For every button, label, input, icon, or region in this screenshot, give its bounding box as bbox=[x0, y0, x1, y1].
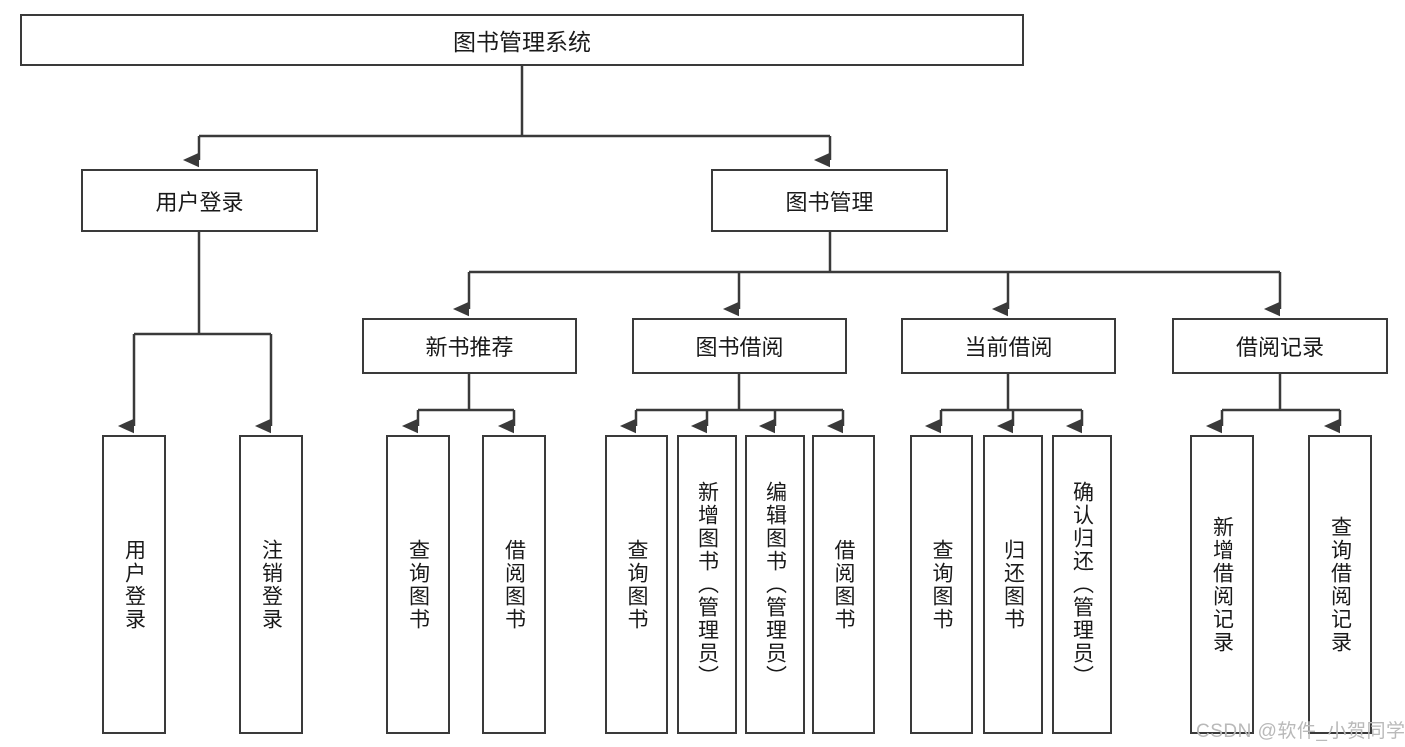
node-borrow-record[interactable]: 借阅记录 bbox=[1172, 318, 1388, 374]
node-leaf-borrow-book-rec[interactable]: 借阅图书 bbox=[482, 435, 546, 734]
node-new-book-rec-label: 新书推荐 bbox=[425, 335, 514, 360]
node-root-label: 图书管理系统 bbox=[453, 29, 591, 55]
node-current-borrow-label: 当前借阅 bbox=[964, 335, 1053, 360]
node-leaf-user-login[interactable]: 用户登录 bbox=[102, 435, 166, 734]
node-leaf-query-record-label: 查询借阅记录 bbox=[1328, 515, 1352, 654]
node-book-manage-label: 图书管理 bbox=[785, 189, 874, 215]
node-book-manage[interactable]: 图书管理 bbox=[711, 169, 948, 232]
node-leaf-query-record[interactable]: 查询借阅记录 bbox=[1308, 435, 1372, 734]
node-leaf-query-book-rec[interactable]: 查询图书 bbox=[386, 435, 450, 734]
node-leaf-logout[interactable]: 注销登录 bbox=[239, 435, 303, 734]
node-leaf-query-book-cur[interactable]: 查询图书 bbox=[910, 435, 973, 734]
node-leaf-query-book-borrow-label: 查询图书 bbox=[625, 538, 648, 631]
node-leaf-borrow-book-rec-label: 借阅图书 bbox=[502, 538, 526, 631]
node-leaf-user-login-label: 用户登录 bbox=[122, 538, 146, 631]
node-leaf-borrow-book[interactable]: 借阅图书 bbox=[812, 435, 875, 734]
node-leaf-add-record[interactable]: 新增借阅记录 bbox=[1190, 435, 1254, 734]
node-leaf-logout-label: 注销登录 bbox=[259, 538, 283, 631]
node-current-borrow[interactable]: 当前借阅 bbox=[901, 318, 1116, 374]
node-leaf-edit-book[interactable]: 编辑图书（管理员） bbox=[745, 435, 805, 734]
node-leaf-confirm-return[interactable]: 确认归还（管理员） bbox=[1052, 435, 1112, 734]
node-book-borrow[interactable]: 图书借阅 bbox=[632, 318, 847, 374]
node-leaf-add-book-label: 新增图书（管理员） bbox=[695, 481, 719, 688]
node-book-borrow-label: 图书借阅 bbox=[695, 335, 784, 360]
node-borrow-record-label: 借阅记录 bbox=[1235, 335, 1324, 360]
node-root[interactable]: 图书管理系统 bbox=[20, 14, 1024, 66]
node-leaf-borrow-book-label: 借阅图书 bbox=[832, 538, 855, 631]
node-user-login[interactable]: 用户登录 bbox=[81, 169, 318, 232]
node-leaf-return-book-label: 归还图书 bbox=[1001, 538, 1025, 631]
node-leaf-add-book[interactable]: 新增图书（管理员） bbox=[677, 435, 737, 734]
node-leaf-query-book-rec-label: 查询图书 bbox=[406, 538, 430, 631]
node-leaf-add-record-label: 新增借阅记录 bbox=[1210, 515, 1234, 654]
node-leaf-query-book-borrow[interactable]: 查询图书 bbox=[605, 435, 668, 734]
node-user-login-label: 用户登录 bbox=[155, 189, 244, 215]
node-leaf-confirm-return-label: 确认归还（管理员） bbox=[1070, 481, 1094, 688]
node-leaf-return-book[interactable]: 归还图书 bbox=[983, 435, 1043, 734]
node-leaf-edit-book-label: 编辑图书（管理员） bbox=[763, 481, 787, 688]
csdn-watermark: CSDN @软件_小贺同学 bbox=[1196, 721, 1405, 742]
node-new-book-rec[interactable]: 新书推荐 bbox=[362, 318, 577, 374]
node-leaf-query-book-cur-label: 查询图书 bbox=[930, 538, 953, 631]
